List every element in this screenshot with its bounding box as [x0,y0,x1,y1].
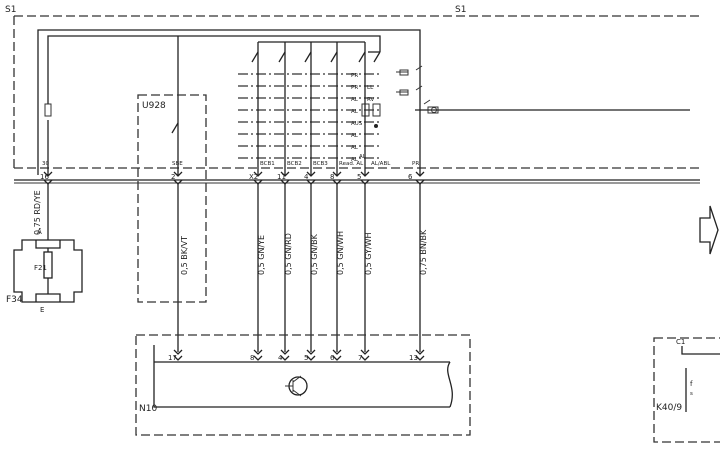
pin-number: 5 [357,173,361,181]
pin-number: 16 [40,173,49,181]
switch-right-label: RV [367,97,375,103]
k40-module: C1 f s K40/9 [653,337,720,443]
n10-pin: 13 [409,354,418,362]
n10-pin: 4 [278,354,283,362]
pin-code: BCB2 [287,161,302,167]
wire-label: 0,5 GN/YE [257,235,266,275]
fuse-terminal-label: E [40,306,44,314]
k40-f-label: f [690,380,693,388]
switch-row-label: AL [351,133,359,139]
n10-pin: 17 [168,354,177,362]
f21-label: F21 [34,264,47,272]
continuation-arrow-icon [699,205,719,255]
pin-code: SBE [172,161,183,167]
pin-code: BCB3 [313,161,328,167]
wire-labels: 0,75 RD/YE 0,5 BK/VT 0,5 GN/YE 0,5 GN/RD… [33,190,428,275]
n10-pin: 7 [358,354,362,362]
n10-pin: 5 [304,354,308,362]
n10-label: N10 [139,404,157,414]
switch-right-label: LL [367,85,374,91]
n10-pin: 8 [250,354,254,362]
u928-module: U928 [137,94,207,303]
wire-label: 0,5 BK/VT [180,236,189,275]
wire-label: 0,5 GN/RD [284,233,293,275]
switch-row-label: PR [351,73,358,79]
wire-columns [47,42,421,352]
n10-module: 17 8 4 5 6 7 13 N10 [135,334,471,436]
switch-row-label: AUS [351,121,363,127]
f34-fuse-box: A E F21 F34 [6,228,83,314]
u928-label: U928 [142,101,166,111]
pin-number: X2 [249,173,258,181]
switch-bank: PR PR AL AL AUS AL AL AL LL RV [238,73,380,163]
wire-label: 0,75 BN/BK [419,229,428,275]
pin-code: PR [412,161,419,167]
switch-row-label: AL [351,157,359,163]
switch-row-label: PR [351,85,358,91]
wire-label: 0,5 GN/BK [310,233,319,275]
f34-label: F34 [6,295,23,305]
s1-pins: 30 16 SBE 2 BCB1 X2 BCB2 11 BCB3 4 Read.… [40,154,419,181]
pin-code: Read. AL [339,161,364,167]
pin-number: 2 [171,173,175,181]
k40-s-label: s [690,391,693,397]
pin-code: BCB1 [260,161,275,167]
fuse-terminal-label: A [37,228,42,236]
wire-label: 0,5 GN/WH [336,231,345,275]
switch-row-label: AL [351,109,359,115]
k40-label: K40/9 [656,403,682,413]
s1-label-left: S1 [5,5,16,15]
pin-number: 11 [277,173,286,181]
pin-number: 4 [304,173,309,181]
connector-symbols [43,171,425,361]
s1-resistor [44,103,52,117]
wire-label: 0,5 GY/WH [364,232,373,275]
pin-number: 8 [330,173,334,181]
c1-label: C1 [676,338,685,346]
pin-code: 30 [42,161,49,167]
n10-pin: 6 [330,354,335,362]
s1-label-right: S1 [455,5,466,15]
pin-code: AL/ABL [371,161,391,167]
switch-row-label: AL [351,145,359,151]
s1-module: S1 S1 [5,5,700,184]
pin-code: AL [359,154,367,160]
wire-label: 0,75 RD/YE [33,190,42,235]
pin-number: 6 [408,173,413,181]
switch-row-label: AL [351,97,359,103]
